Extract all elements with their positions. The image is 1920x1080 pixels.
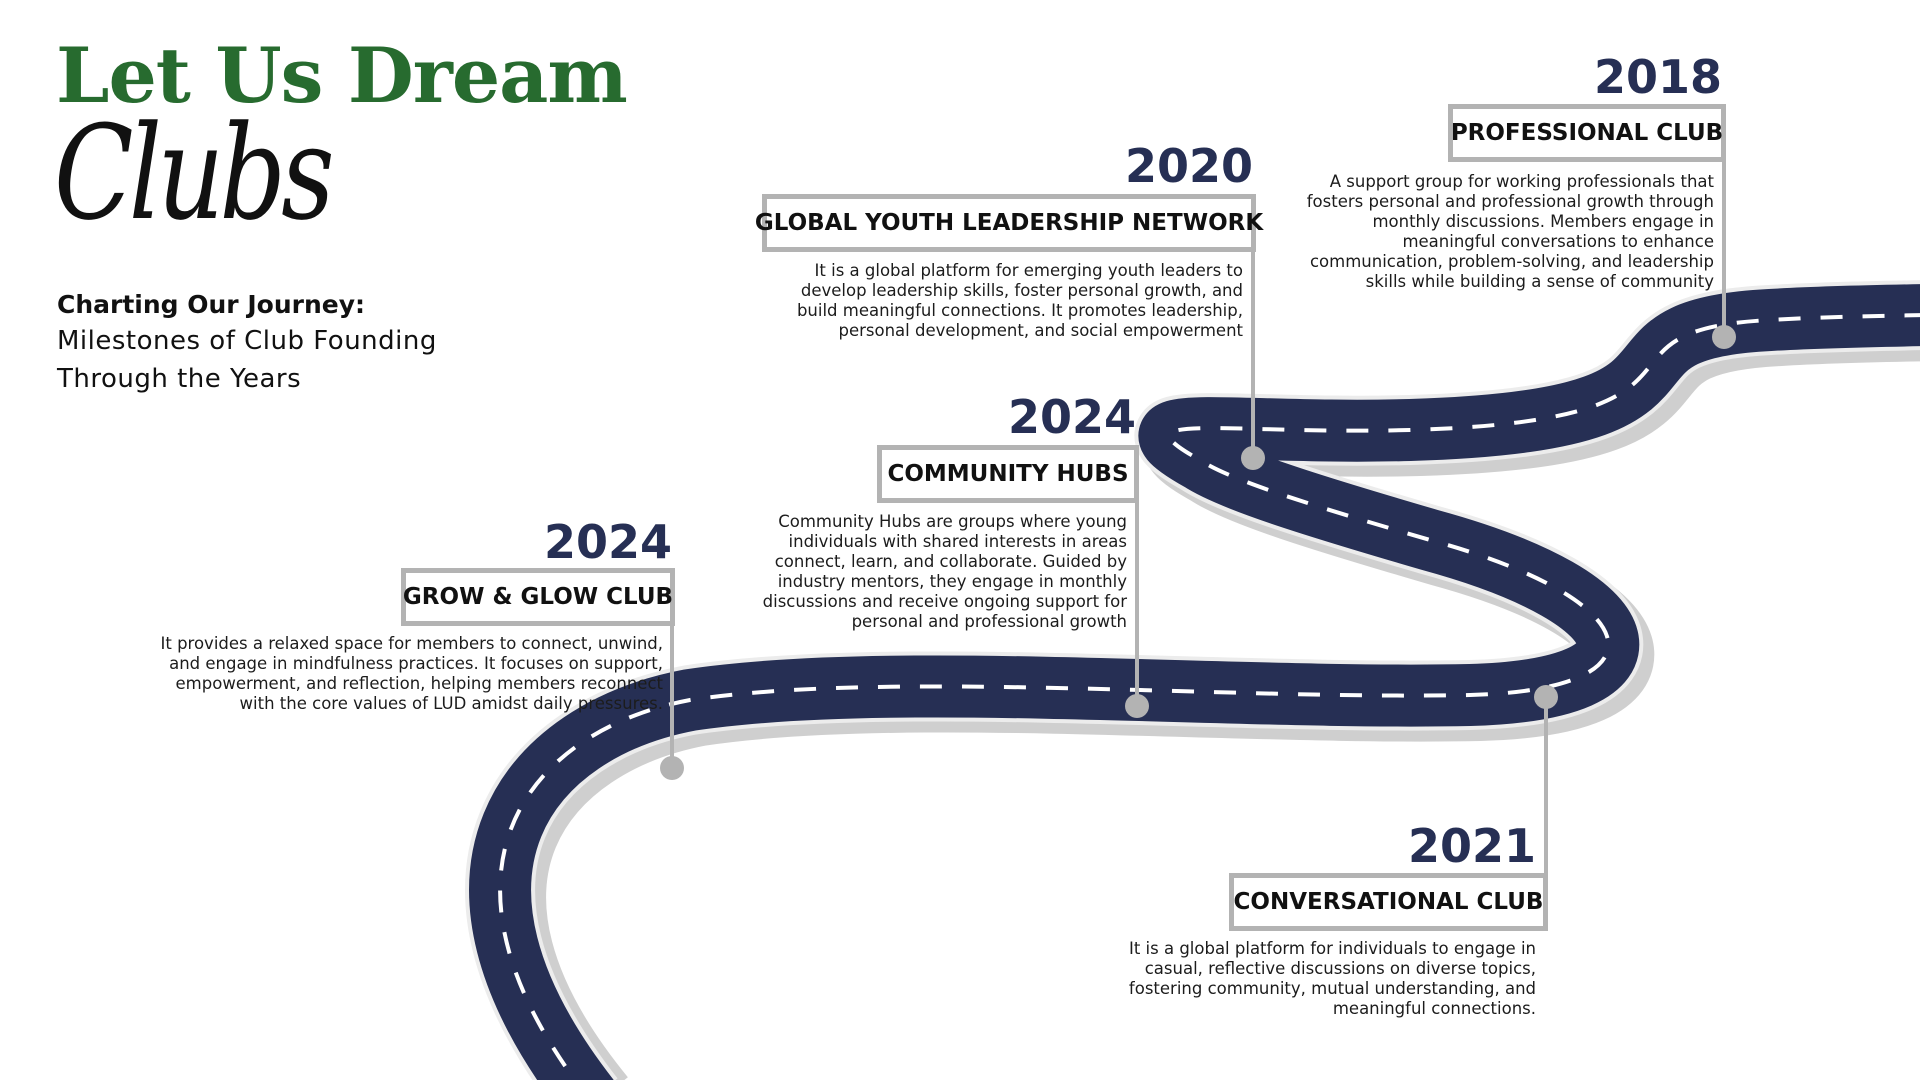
year-2020: 2020 bbox=[1124, 139, 1253, 193]
label-grow-glow-club: GROW & GLOW CLUB bbox=[401, 568, 675, 626]
desc-community-hubs: Community Hubs are groups where young in… bbox=[762, 512, 1127, 631]
connector-2018 bbox=[1712, 160, 1736, 349]
subtitle-line-1: Milestones of Club Founding bbox=[57, 326, 437, 356]
desc-global-youth-leadership-network: It is a global platform for emerging you… bbox=[796, 261, 1243, 340]
label-conversational-club: CONVERSATIONAL CLUB bbox=[1229, 873, 1548, 931]
year-2024-community-hubs: 2024 bbox=[1007, 390, 1136, 444]
label-community-hubs: COMMUNITY HUBS bbox=[877, 445, 1139, 503]
connector-2024-grow-glow bbox=[660, 623, 684, 780]
desc-conversational-club: It is a global platform for individuals … bbox=[1128, 939, 1536, 1018]
label-global-youth-leadership-network: GLOBAL YOUTH LEADERSHIP NETWORK bbox=[755, 194, 1263, 252]
year-2024-grow-glow: 2024 bbox=[543, 515, 672, 569]
connector-2021 bbox=[1534, 685, 1558, 875]
label-professional-club: PROFESSIONAL CLUB bbox=[1448, 104, 1726, 162]
year-2018: 2018 bbox=[1593, 50, 1722, 104]
year-2021: 2021 bbox=[1407, 819, 1536, 873]
connector-2024-community-hubs bbox=[1125, 498, 1149, 718]
page-title: Let Us Dream bbox=[56, 31, 628, 120]
subtitle-line-2: Through the Years bbox=[57, 364, 302, 394]
road-center-line bbox=[498, 313, 1920, 1080]
subtitle-bold: Charting Our Journey: bbox=[57, 290, 365, 319]
connector-2020 bbox=[1241, 250, 1265, 470]
desc-professional-club: A support group for working professional… bbox=[1306, 172, 1714, 291]
script-title: Clubs bbox=[54, 97, 335, 249]
desc-grow-glow-club: It provides a relaxed space for members … bbox=[160, 634, 663, 713]
